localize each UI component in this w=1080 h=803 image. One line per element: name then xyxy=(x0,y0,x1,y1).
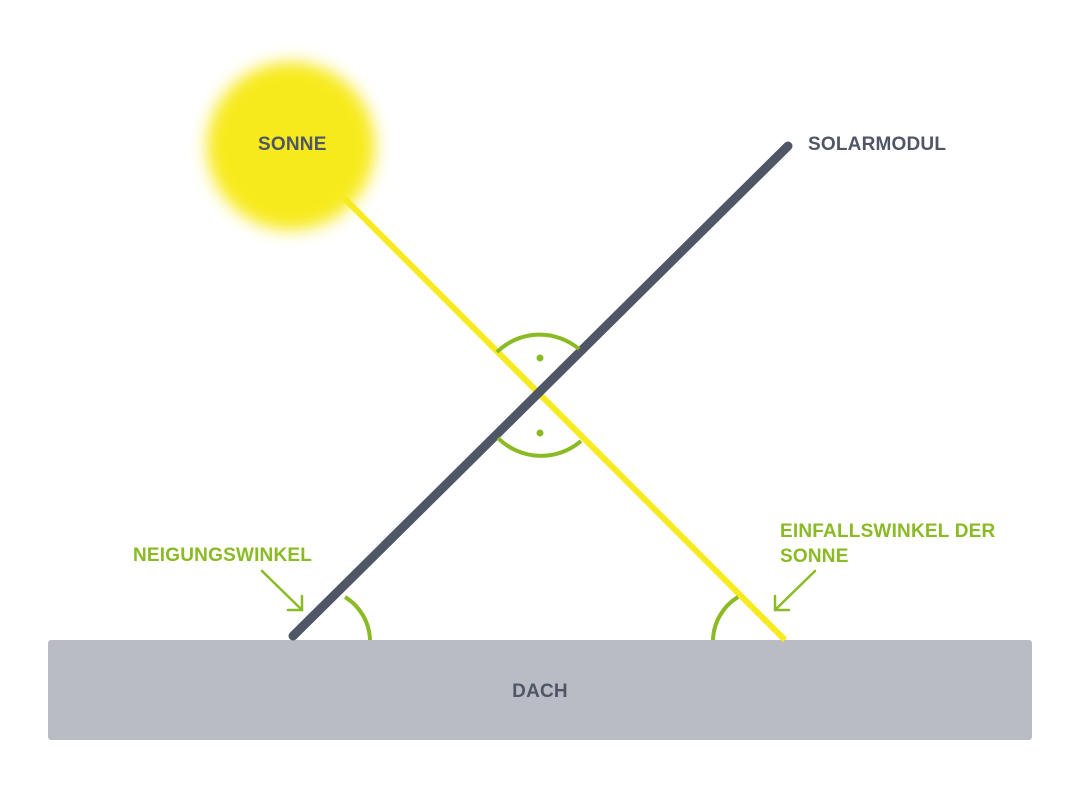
solar-panel xyxy=(288,141,793,641)
incidence-angle-label: EINFALLSWINKEL DER SONNE xyxy=(780,521,996,567)
right-angle-dot-bottom xyxy=(536,429,544,437)
roof xyxy=(48,640,1032,740)
solar-panel-label: SOLARMODUL xyxy=(808,134,947,155)
sun-ray xyxy=(340,194,788,643)
right-angle-dot-top xyxy=(536,354,544,362)
sun xyxy=(207,62,375,230)
tilt-angle-arrow xyxy=(260,569,304,612)
right-angle-arc-top xyxy=(495,332,581,354)
roof-label: DACH xyxy=(512,681,568,702)
tilt-angle-arc xyxy=(343,595,372,641)
tilt-angle-label: NEIGUNGSWINKEL xyxy=(133,545,313,566)
sun-label: SONNE xyxy=(258,134,327,155)
incidence-angle-arc xyxy=(711,595,740,641)
right-angle-arc-bottom xyxy=(496,436,583,458)
incidence-angle-arrow xyxy=(773,569,817,612)
